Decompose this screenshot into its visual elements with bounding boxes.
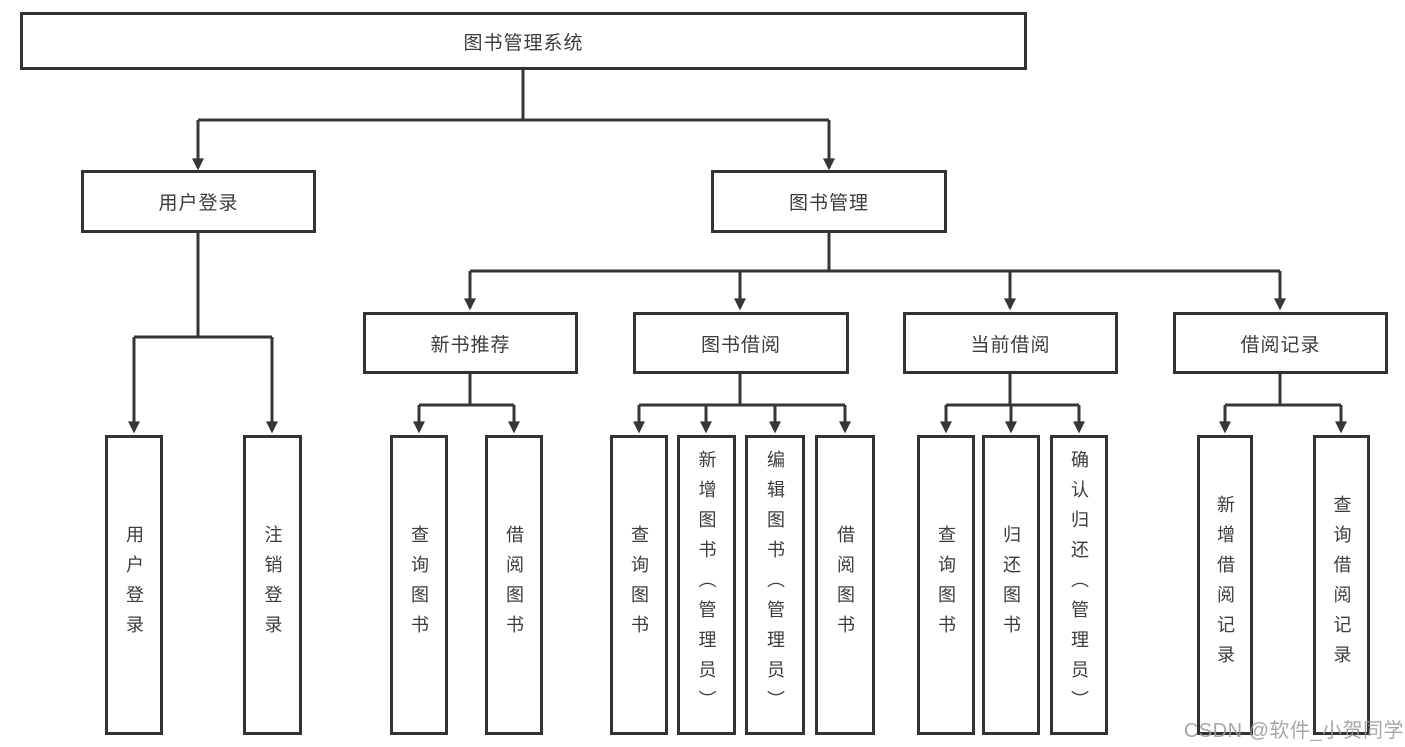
leaf-edit-book-admin-label: 编辑图书（管理员） (765, 450, 785, 720)
node-borrowing-records-label: 借阅记录 (1240, 334, 1321, 356)
node-user-login-label: 用户登录 (158, 193, 239, 214)
leaf-query-books-2-label: 查询图书 (629, 525, 649, 645)
leaf-return-books: 归还图书 (982, 435, 1040, 735)
leaf-query-borrow-record: 查询借阅记录 (1313, 435, 1370, 735)
node-current-borrowing-label: 当前借阅 (970, 334, 1051, 356)
node-book-borrowing-label: 图书借阅 (700, 334, 781, 356)
leaf-logout-label: 注销登录 (262, 525, 283, 645)
node-new-book-recommend: 新书推荐 (363, 312, 578, 374)
leaf-add-book-admin-label: 新增图书（管理员） (696, 450, 717, 720)
node-library-system: 图书管理系统 (20, 12, 1027, 70)
leaf-query-books-3-label: 查询图书 (936, 525, 956, 645)
node-current-borrowing: 当前借阅 (903, 312, 1118, 374)
leaf-borrow-books-2: 借阅图书 (815, 435, 875, 735)
leaf-logout: 注销登录 (243, 435, 302, 735)
leaf-add-borrow-record-label: 新增借阅记录 (1215, 495, 1235, 675)
leaf-query-books-1: 查询图书 (390, 435, 448, 735)
leaf-borrow-books-2-label: 借阅图书 (835, 525, 855, 645)
leaf-query-books-1-label: 查询图书 (409, 525, 429, 645)
leaf-user-login: 用户登录 (105, 435, 163, 735)
node-book-management-label: 图书管理 (788, 193, 869, 214)
leaf-confirm-return-admin: 确认归还（管理员） (1050, 435, 1108, 735)
leaf-borrow-books-1: 借阅图书 (485, 435, 543, 735)
node-new-book-recommend-label: 新书推荐 (430, 334, 511, 356)
leaf-query-books-2: 查询图书 (610, 435, 668, 735)
leaf-edit-book-admin: 编辑图书（管理员） (745, 435, 805, 735)
node-user-login: 用户登录 (81, 170, 316, 233)
node-book-management: 图书管理 (711, 170, 947, 233)
leaf-add-book-admin: 新增图书（管理员） (677, 435, 736, 735)
node-book-borrowing: 图书借阅 (633, 312, 849, 374)
leaf-borrow-books-1-label: 借阅图书 (504, 525, 524, 645)
leaf-query-books-3: 查询图书 (917, 435, 975, 735)
leaf-confirm-return-admin-label: 确认归还（管理员） (1069, 450, 1089, 720)
node-library-system-label: 图书管理系统 (463, 32, 584, 54)
csdn-watermark: CSDN @软件_小贺同学 (1183, 720, 1404, 742)
leaf-query-borrow-record-label: 查询借阅记录 (1331, 495, 1352, 675)
leaf-return-books-label: 归还图书 (1001, 525, 1021, 645)
leaf-user-login-label: 用户登录 (124, 525, 144, 645)
leaf-add-borrow-record: 新增借阅记录 (1197, 435, 1253, 735)
node-borrowing-records: 借阅记录 (1173, 312, 1388, 374)
